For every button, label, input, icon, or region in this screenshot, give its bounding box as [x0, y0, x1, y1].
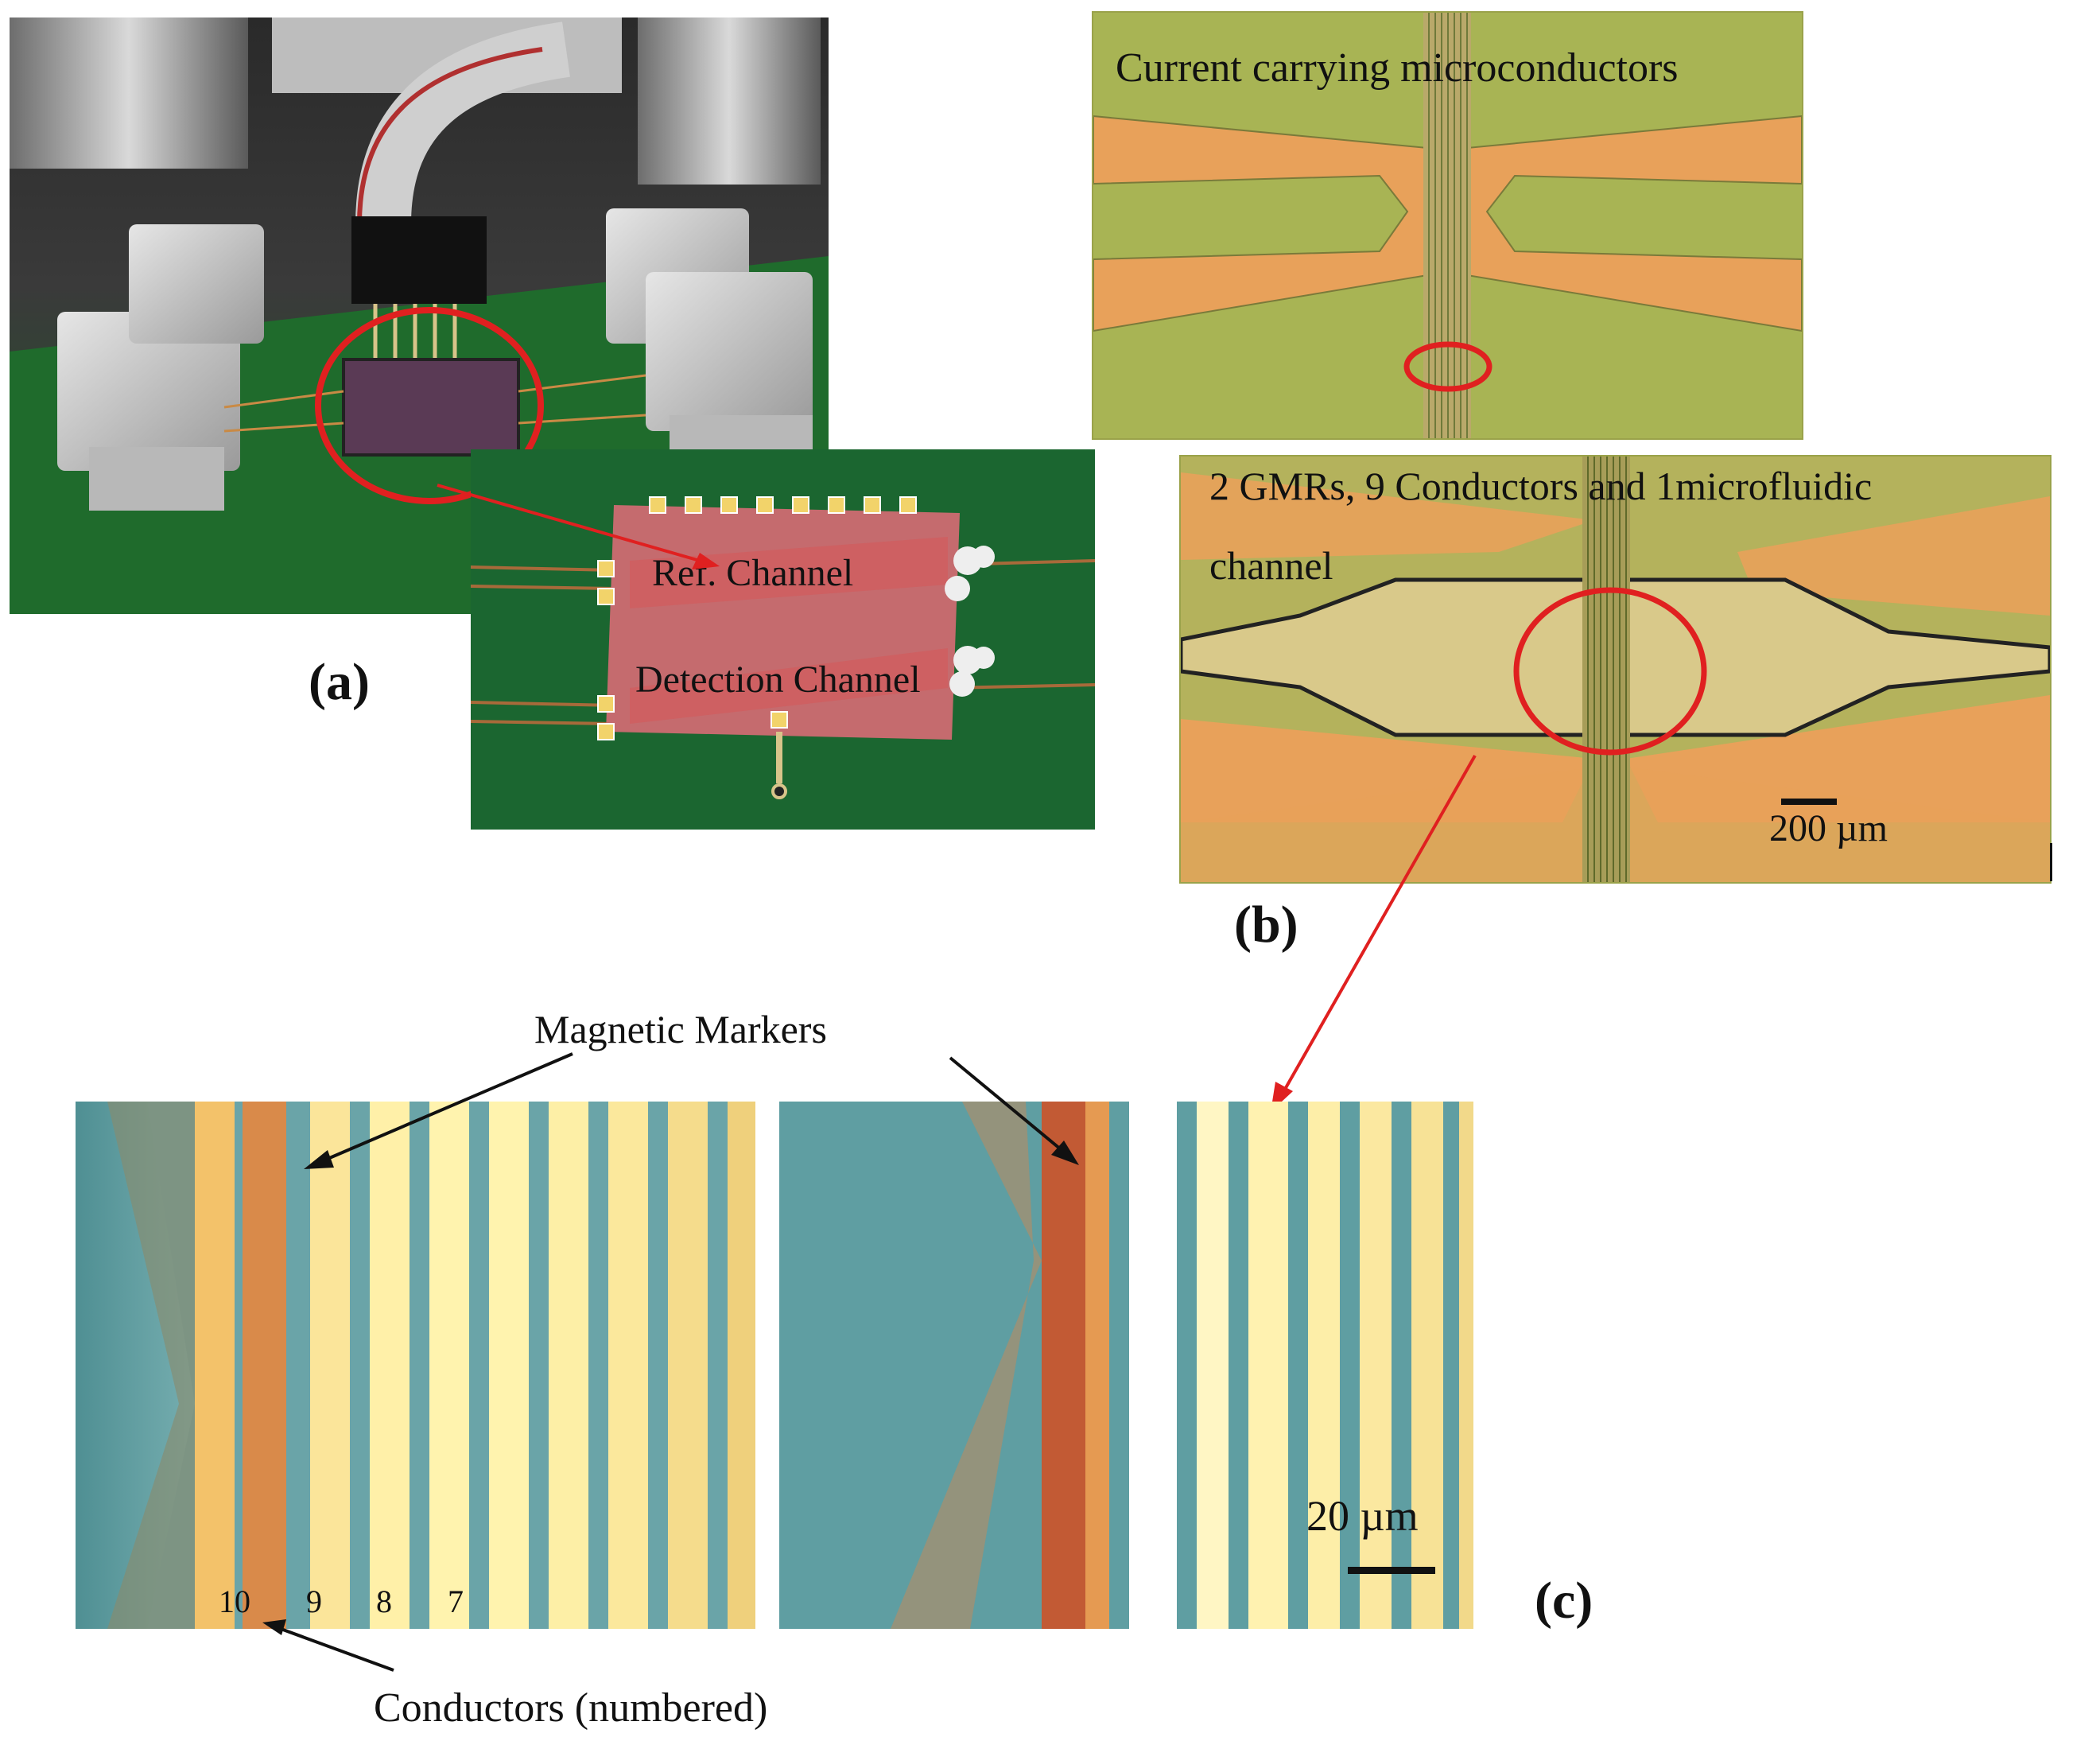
microconductor-micrograph: Current carrying microconductors [1092, 11, 1803, 440]
channel-micrograph: 2 GMRs, 9 Conductors and 1microfluidic c… [1179, 455, 2051, 884]
conductor-micrograph-left: 10 9 8 7 [76, 1102, 755, 1629]
panel-c-label: (c) [1535, 1572, 1593, 1630]
panel-b-label: (b) [1234, 896, 1298, 954]
chip-closeup-drawing [471, 449, 1095, 830]
channel-drawing [1181, 457, 2050, 882]
conductor-number-9: 9 [306, 1584, 322, 1619]
conductor-scale-bar [1348, 1567, 1435, 1574]
microconductor-drawing [1093, 13, 1802, 438]
chip-closeup-photo: Ref. Channel Detection Channel [471, 449, 1095, 830]
conductor-micrograph-right: 20 µm [779, 1102, 1473, 1629]
ref-channel-label: Ref. Channel [652, 552, 854, 594]
conductors-numbered-label: Conductors (numbered) [374, 1685, 768, 1731]
conductor-number-7: 7 [448, 1584, 464, 1619]
channel-scale-bar-label: 200 µm [1769, 807, 1888, 849]
conductor-left-drawing [76, 1102, 755, 1629]
conductor-number-8: 8 [376, 1584, 392, 1619]
conductor-scale-bar-label: 20 µm [1306, 1492, 1419, 1540]
panel-b-edge-tick [2050, 843, 2052, 881]
detection-channel-label: Detection Channel [635, 659, 921, 701]
chip-zoom-arrow [437, 484, 720, 569]
magnetic-markers-label: Magnetic Markers [534, 1007, 827, 1051]
channel-caption-line1: 2 GMRs, 9 Conductors and 1microfluidic [1209, 464, 1873, 508]
conductor-number-10: 10 [219, 1584, 250, 1619]
microconductors-caption: Current carrying microconductors [1116, 45, 1679, 91]
panel-a-label: (a) [309, 653, 370, 711]
conductor-right-drawing [779, 1102, 1473, 1629]
channel-caption-line2: channel [1209, 543, 1333, 588]
chip-highlight-circle [315, 307, 544, 504]
